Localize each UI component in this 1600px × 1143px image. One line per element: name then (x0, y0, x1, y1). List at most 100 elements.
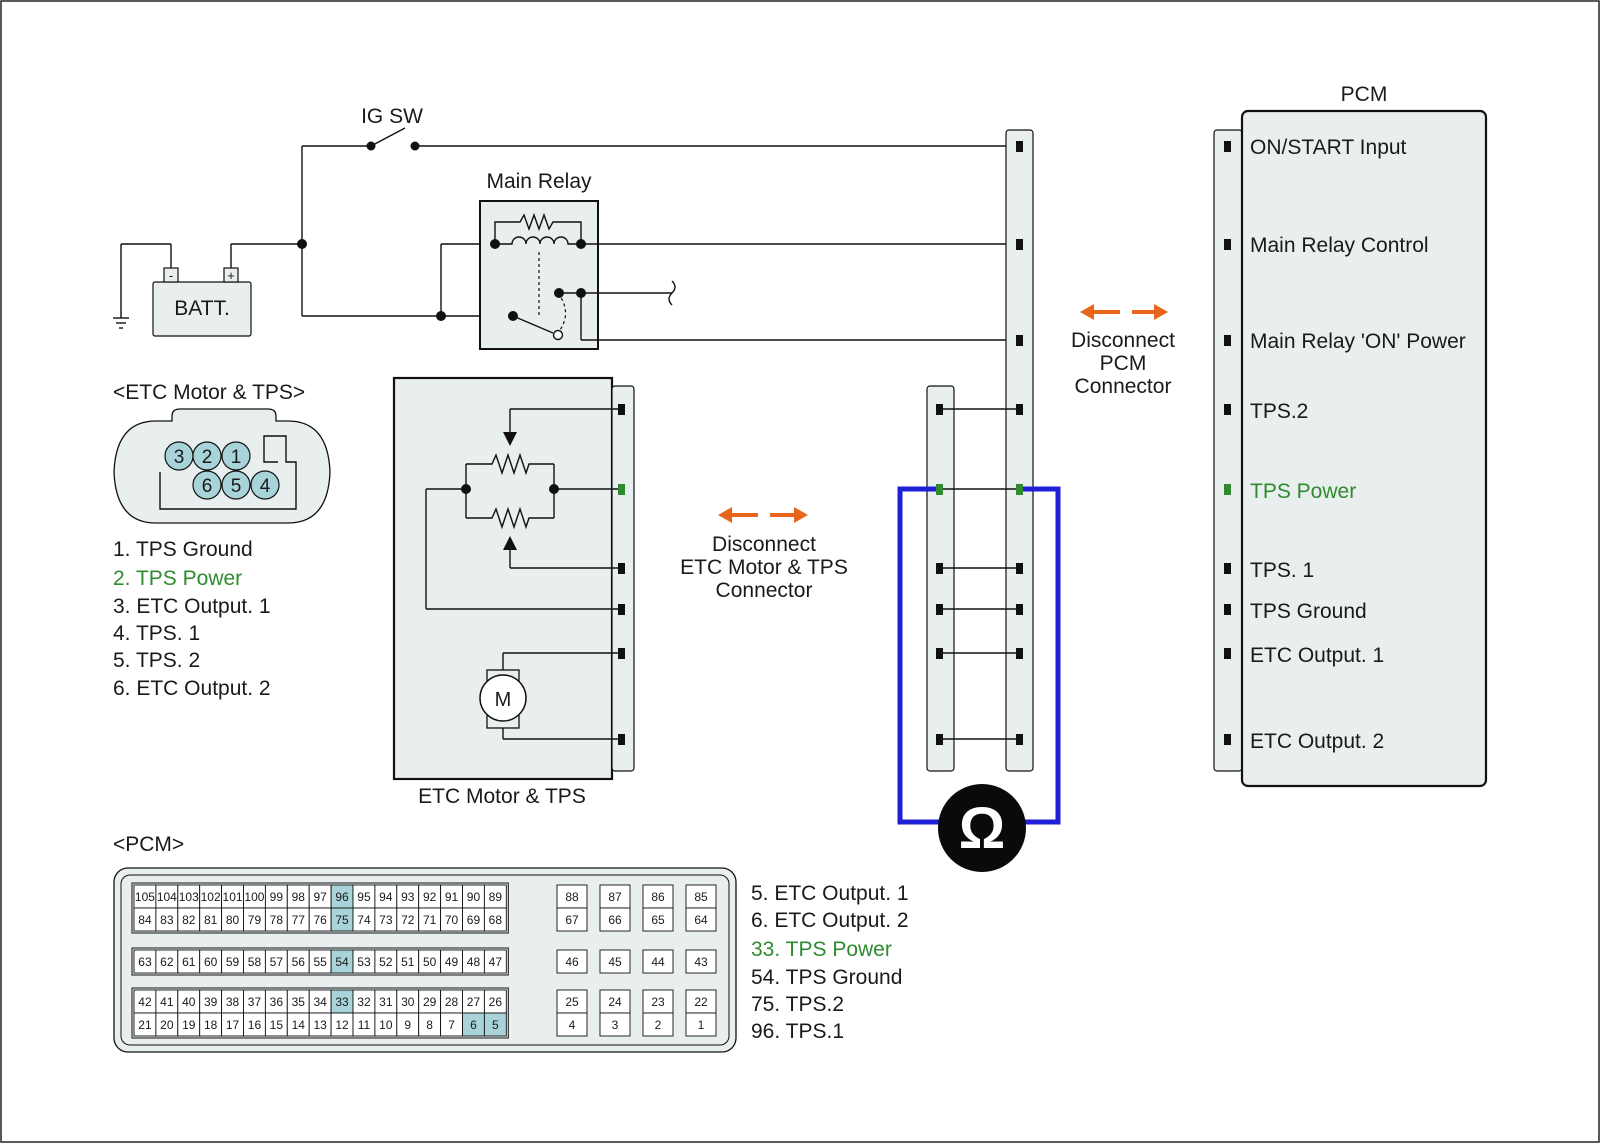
ohmmeter[interactable]: Ω (897, 486, 1061, 872)
pcm-pin-number: 61 (182, 955, 196, 969)
pcm-pin-number: 90 (467, 890, 481, 904)
battery-positive-label: + (227, 268, 235, 283)
etc-connector-title: <ETC Motor & TPS> (113, 381, 305, 404)
pcm-pin-cell (483, 949, 507, 974)
pcm-pin-number: 84 (138, 913, 152, 927)
pcm-pin-number: 15 (270, 1018, 284, 1032)
pcm-pin-number: 63 (138, 955, 152, 969)
pcm-pin-number: 29 (423, 995, 437, 1009)
battery-negative-label: - (169, 268, 173, 283)
pcm-pin-number: 87 (608, 890, 622, 904)
pcm-pin-number: 70 (445, 913, 459, 927)
disconnect-etc-line1: Disconnect (712, 533, 816, 556)
pcm-pin-number: 62 (160, 955, 174, 969)
pcm-pin-number: 51 (401, 955, 415, 969)
pcm-pin-number: 91 (445, 890, 459, 904)
pcm-pin-cell (483, 1012, 507, 1037)
pcm-pin-cell (599, 949, 631, 974)
pcm-pin-number: 39 (204, 995, 218, 1009)
disconnect-etc-line2: ETC Motor & TPS (680, 556, 848, 579)
pcm-pin-number: 57 (270, 955, 284, 969)
pcm-pin-item-tps-power: 33. TPS Power (751, 938, 892, 961)
pcm-pin-number: 103 (179, 890, 199, 904)
arrow-right-icon (1154, 304, 1168, 320)
ohmmeter-body (938, 784, 1026, 872)
pcm-pin-number: 32 (357, 995, 371, 1009)
etc-pin-number: 2 (202, 447, 213, 468)
pcm-terminal-label-tps-power: TPS Power (1250, 480, 1356, 503)
pcm-pin-number: 93 (401, 890, 415, 904)
etc-pin-number: 1 (231, 447, 242, 468)
main-relay: Main Relay (479, 170, 599, 350)
pcm-pin-number: 64 (694, 913, 708, 927)
pcm-pin-number: 97 (313, 890, 327, 904)
ohm-icon: Ω (959, 796, 1006, 861)
pcm-pin-number: 18 (204, 1018, 218, 1032)
pcm-pin-item: 75. TPS.2 (751, 993, 844, 1016)
pcm-pin-number: 75 (335, 913, 349, 927)
pcm-terminal-label: TPS.2 (1250, 400, 1308, 423)
pcm-pin-number: 85 (694, 890, 708, 904)
pcm-pin-number: 54 (335, 955, 349, 969)
pcm-pin-cell (556, 949, 588, 974)
harness-jumpers (943, 408, 1016, 740)
pcm-terminal-label: Main Relay 'ON' Power (1250, 330, 1466, 353)
battery-label: BATT. (174, 297, 230, 320)
pcm-pin-cell (642, 1012, 674, 1037)
etc-block-label: ETC Motor & TPS (418, 785, 586, 808)
pcm-pin-number: 4 (569, 1018, 576, 1032)
pcm-pin-number: 34 (313, 995, 327, 1009)
pcm-terminal-label: ETC Output. 1 (1250, 644, 1384, 667)
pcm-pin-number: 52 (379, 955, 393, 969)
disconnect-etc-arrows (718, 507, 808, 523)
meter-lead-left (897, 486, 940, 825)
pcm-pin-number: 47 (489, 955, 503, 969)
pcm-pin-cell (483, 907, 507, 932)
pcm-pin-number: 100 (244, 890, 264, 904)
ig-switch-contact (410, 141, 420, 151)
pcm-pin-number: 16 (248, 1018, 262, 1032)
ig-switch-blade (370, 127, 406, 147)
pcm-pin-number: 46 (565, 955, 579, 969)
etc-pin-number: 6 (202, 476, 213, 497)
pcm-pin-number: 43 (694, 955, 708, 969)
pcm-pin-number: 50 (423, 955, 437, 969)
pcm-harness-connector[interactable] (1005, 129, 1034, 772)
pcm-pin-number: 10 (379, 1018, 393, 1032)
pcm-pin-number: 3 (612, 1018, 619, 1032)
pcm-pin-number: 67 (565, 913, 579, 927)
pcm-title: PCM (1341, 83, 1388, 106)
pcm-terminal-pins (1224, 141, 1231, 745)
pcm-pin-number: 60 (204, 955, 218, 969)
etc-harness-connector[interactable] (926, 385, 955, 772)
pcm-pin-number: 12 (335, 1018, 349, 1032)
pcm-pin-cell (685, 949, 717, 974)
disconnect-pcm-arrows (1080, 304, 1168, 320)
pcm-pin-cell (685, 1012, 717, 1037)
disconnect-etc-line3: Connector (716, 579, 813, 602)
pcm-pin-number: 35 (292, 995, 306, 1009)
pcm-pin-number: 36 (270, 995, 284, 1009)
pcm-pin-number: 95 (357, 890, 371, 904)
pcm-pin-number: 6 (470, 1018, 477, 1032)
etc-pin-item-tps-power: 2. TPS Power (113, 567, 242, 590)
pcm-pin-cell (599, 1012, 631, 1037)
ig-switch-contact (366, 141, 376, 151)
pcm-pin-item: 54. TPS Ground (751, 966, 902, 989)
pcm-pin-number: 79 (248, 913, 262, 927)
pcm-pin-legend: 5. ETC Output. 1 6. ETC Output. 2 33. TP… (751, 882, 909, 1043)
pcm-pin-number: 92 (423, 890, 437, 904)
pcm-pin-number: 17 (226, 1018, 240, 1032)
pcm-pin-cell (556, 1012, 588, 1037)
pcm-pin-number: 8 (426, 1018, 433, 1032)
pcm-pin-number: 22 (694, 995, 708, 1009)
pcm-pin-number: 101 (223, 890, 243, 904)
pcm-pin-group (131, 987, 509, 1039)
pcm-pin-number: 98 (292, 890, 306, 904)
pcm-pin-number: 66 (608, 913, 622, 927)
arrow-right-icon (794, 507, 808, 523)
pcm-pin-number: 74 (357, 913, 371, 927)
